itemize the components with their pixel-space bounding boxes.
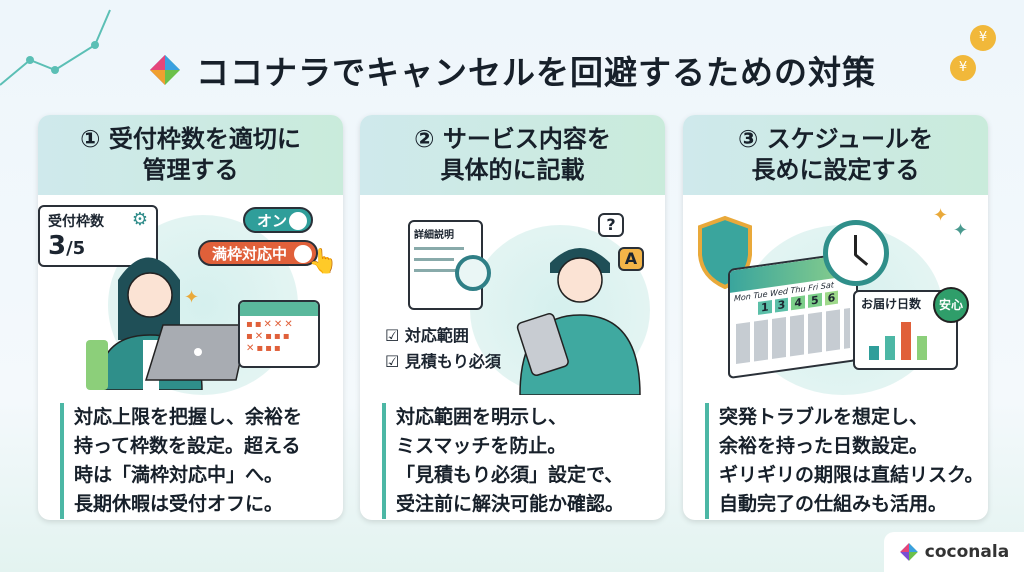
clock-icon bbox=[823, 220, 889, 286]
checkbox-checked-icon: ☑ bbox=[385, 326, 400, 345]
card-schedule: ③ スケジュールを長めに設定する Mon Tue Wed Thu Fri Sat… bbox=[683, 115, 988, 520]
capacity-illustration: 受付枠数 3/5 ⚙ オン 満枠対応中 👆 ✦ ▪▪✕✕✕▪✕▪▪▪✕▪▪▪ bbox=[38, 195, 343, 395]
weekday: Mon bbox=[734, 291, 751, 304]
card-heading: ③ スケジュールを長めに設定する bbox=[683, 115, 988, 195]
weekday: Wed bbox=[770, 286, 788, 299]
woman-at-laptop-illustration bbox=[86, 257, 249, 390]
weekday: Tue bbox=[753, 289, 768, 301]
sparkle-icon: ✦ bbox=[953, 220, 969, 241]
heading-line: 管理する bbox=[142, 156, 239, 184]
counter-total: /5 bbox=[66, 238, 86, 259]
day-cell: 3 bbox=[774, 297, 789, 313]
coconala-logo-icon bbox=[150, 55, 180, 85]
full-capacity-toggle[interactable]: 満枠対応中 bbox=[198, 240, 318, 266]
sparkle-icon: ✦ bbox=[184, 287, 200, 308]
desc-line: 突発トラブルを想定し、 bbox=[719, 406, 929, 428]
card-description: 対応範囲を明示し、ミスマッチを防止。「見積もり必須」設定で、受注前に解決可能か確… bbox=[382, 403, 655, 519]
desc-line: 自動完了の仕組みも活用。 bbox=[719, 493, 948, 515]
answer-letter: A bbox=[624, 249, 638, 268]
calendar-icon: ▪▪✕✕✕▪✕▪▪▪✕▪▪▪ bbox=[238, 300, 320, 368]
weekday: Fri bbox=[808, 282, 819, 293]
badge-label: 安心 bbox=[938, 298, 963, 312]
service-illustration: 詳細説明 ? A ☑ 対応範囲 ☑ 見積もり必須 bbox=[360, 195, 665, 395]
coin-icon: ¥ bbox=[950, 55, 976, 81]
heading-line: 具体的に記載 bbox=[440, 156, 585, 184]
desc-line: 余裕を持った日数設定。 bbox=[719, 435, 929, 457]
chart-label: お届け日数 bbox=[861, 297, 922, 311]
on-toggle[interactable]: オン bbox=[243, 207, 313, 233]
card-heading: ① 受付枠数を適切に管理する bbox=[38, 115, 343, 195]
desc-line: ミスマッチを防止。 bbox=[396, 435, 567, 457]
card-capacity: ① 受付枠数を適切に管理する 受付枠数 3/5 ⚙ オン 満枠対応中 👆 ✦ ▪… bbox=[38, 115, 343, 520]
network-decoration bbox=[0, 9, 111, 86]
weekday: Sat bbox=[820, 280, 834, 292]
desc-line: 時は「満枠対応中」へ。 bbox=[74, 464, 284, 486]
day-cell: 1 bbox=[758, 299, 772, 315]
document-label: 詳細説明 bbox=[414, 230, 454, 241]
counter-label: 受付枠数 bbox=[48, 214, 104, 230]
answer-bubble: A bbox=[618, 247, 644, 271]
desc-line: 「見積もり必須」設定で、 bbox=[396, 464, 624, 486]
desc-line: ギリギリの期限は直結リスク。 bbox=[719, 464, 984, 486]
reassurance-badge: 安心 bbox=[933, 287, 969, 323]
heading-line: ① 受付枠数を適切に bbox=[80, 125, 301, 153]
coconala-brand: coconala bbox=[884, 532, 1024, 572]
hand-pointer-icon: 👆 bbox=[308, 247, 338, 275]
question-mark: ? bbox=[606, 215, 616, 234]
desc-line: 対応上限を把握し、余裕を bbox=[74, 406, 303, 428]
desc-line: 対応範囲を明示し、 bbox=[396, 406, 568, 428]
magnifier-icon bbox=[455, 255, 491, 291]
checklist-item: ☑ 対応範囲 bbox=[385, 323, 501, 349]
check-label: 対応範囲 bbox=[404, 326, 469, 345]
page-title: ココナラでキャンセルを回避するための対策 bbox=[0, 46, 1024, 94]
check-label: 見積もり必須 bbox=[404, 352, 501, 371]
counter-value: 3 bbox=[48, 231, 67, 261]
weekday: Thu bbox=[790, 284, 806, 296]
card-description: 対応上限を把握し、余裕を持って枠数を設定。超える時は「満枠対応中」へ。長期休暇は… bbox=[60, 403, 333, 519]
heading-line: ③ スケジュールを bbox=[738, 125, 933, 153]
counter-box: 受付枠数 3/5 ⚙ bbox=[38, 205, 158, 267]
title-text: ココナラでキャンセルを回避するための対策 bbox=[196, 53, 876, 92]
desc-line: 持って枠数を設定。超える bbox=[74, 435, 301, 457]
full-capacity-label: 満枠対応中 bbox=[212, 244, 288, 263]
coconala-logo-icon bbox=[899, 543, 918, 561]
heading-line: ② サービス内容を bbox=[414, 125, 611, 153]
question-bubble: ? bbox=[598, 213, 624, 237]
brand-name: coconala bbox=[924, 542, 1010, 562]
gear-icon: ⚙ bbox=[131, 209, 148, 230]
desc-line: 長期休暇は受付オフに。 bbox=[74, 493, 284, 515]
sparkle-icon: ✦ bbox=[933, 205, 949, 226]
day-cell: 6 bbox=[824, 290, 839, 306]
man-with-tablet-illustration bbox=[516, 248, 641, 395]
coin-icon: ¥ bbox=[970, 25, 996, 51]
card-heading: ② サービス内容を具体的に記載 bbox=[360, 115, 665, 195]
card-service-details: ② サービス内容を具体的に記載 詳細説明 ? A ☑ 対応範囲 ☑ 見積もり必須… bbox=[360, 115, 665, 520]
checkbox-checked-icon: ☑ bbox=[385, 352, 400, 371]
day-cell: 4 bbox=[791, 295, 805, 311]
on-toggle-label: オン bbox=[257, 211, 288, 230]
day-cell: 5 bbox=[807, 292, 822, 308]
card-description: 突発トラブルを想定し、余裕を持った日数設定。ギリギリの期限は直結リスク。自動完了… bbox=[705, 403, 984, 519]
heading-line: 長めに設定する bbox=[751, 156, 920, 184]
desc-line: 受注前に解決可能か確認。 bbox=[396, 493, 625, 515]
checklist-item: ☑ 見積もり必須 bbox=[385, 349, 501, 375]
